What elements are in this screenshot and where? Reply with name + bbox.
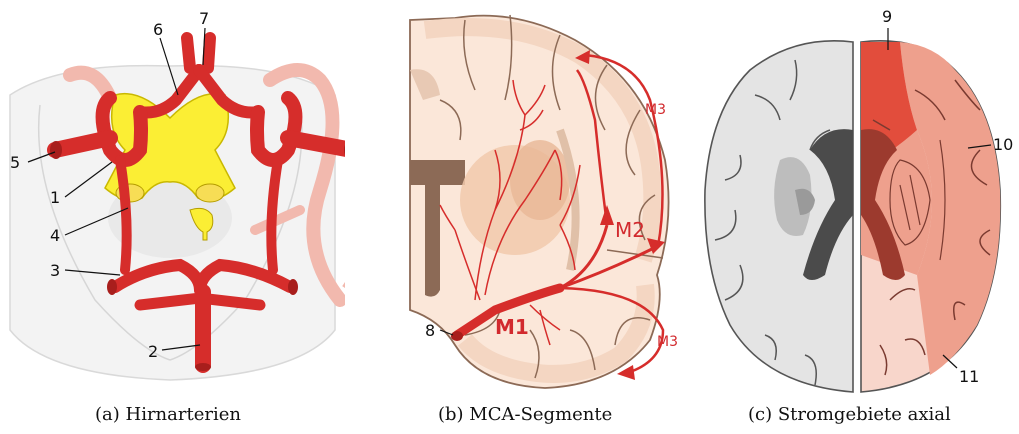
label-11: 11	[959, 367, 979, 386]
mca-segment-illustration: 8 M1 M2 M3 M3	[345, 0, 685, 434]
caption-hirnarterien: (a) Hirnarterien	[95, 404, 241, 425]
panel-mca-segmente: 8 M1 M2 M3 M3	[345, 0, 685, 434]
caption-stromgebiete-axial: (c) Stromgebiete axial	[748, 404, 951, 425]
label-9: 9	[882, 7, 892, 26]
label-m3-top: M3	[645, 102, 666, 118]
panel-stromgebiete-axial: 9 10 11	[685, 0, 1019, 434]
label-5: 5	[10, 153, 20, 172]
panel-hirnarterien: 5 1 4 3 2 6 7	[0, 0, 345, 434]
label-4: 4	[50, 226, 60, 245]
label-m1: M1	[495, 315, 529, 339]
label-6: 6	[153, 20, 163, 39]
label-10: 10	[993, 135, 1013, 154]
label-m3-bottom: M3	[657, 334, 678, 350]
label-8: 8	[425, 321, 435, 340]
label-1: 1	[50, 188, 60, 207]
label-7: 7	[199, 9, 209, 28]
axial-territories-illustration: 9 10 11	[685, 0, 1019, 434]
circle-of-willis-illustration: 5 1 4 3 2 6 7	[0, 0, 345, 434]
caption-mca-segmente: (b) MCA-Segmente	[438, 404, 612, 425]
label-m2: M2	[615, 218, 645, 242]
label-2: 2	[148, 342, 158, 361]
label-3: 3	[50, 261, 60, 280]
